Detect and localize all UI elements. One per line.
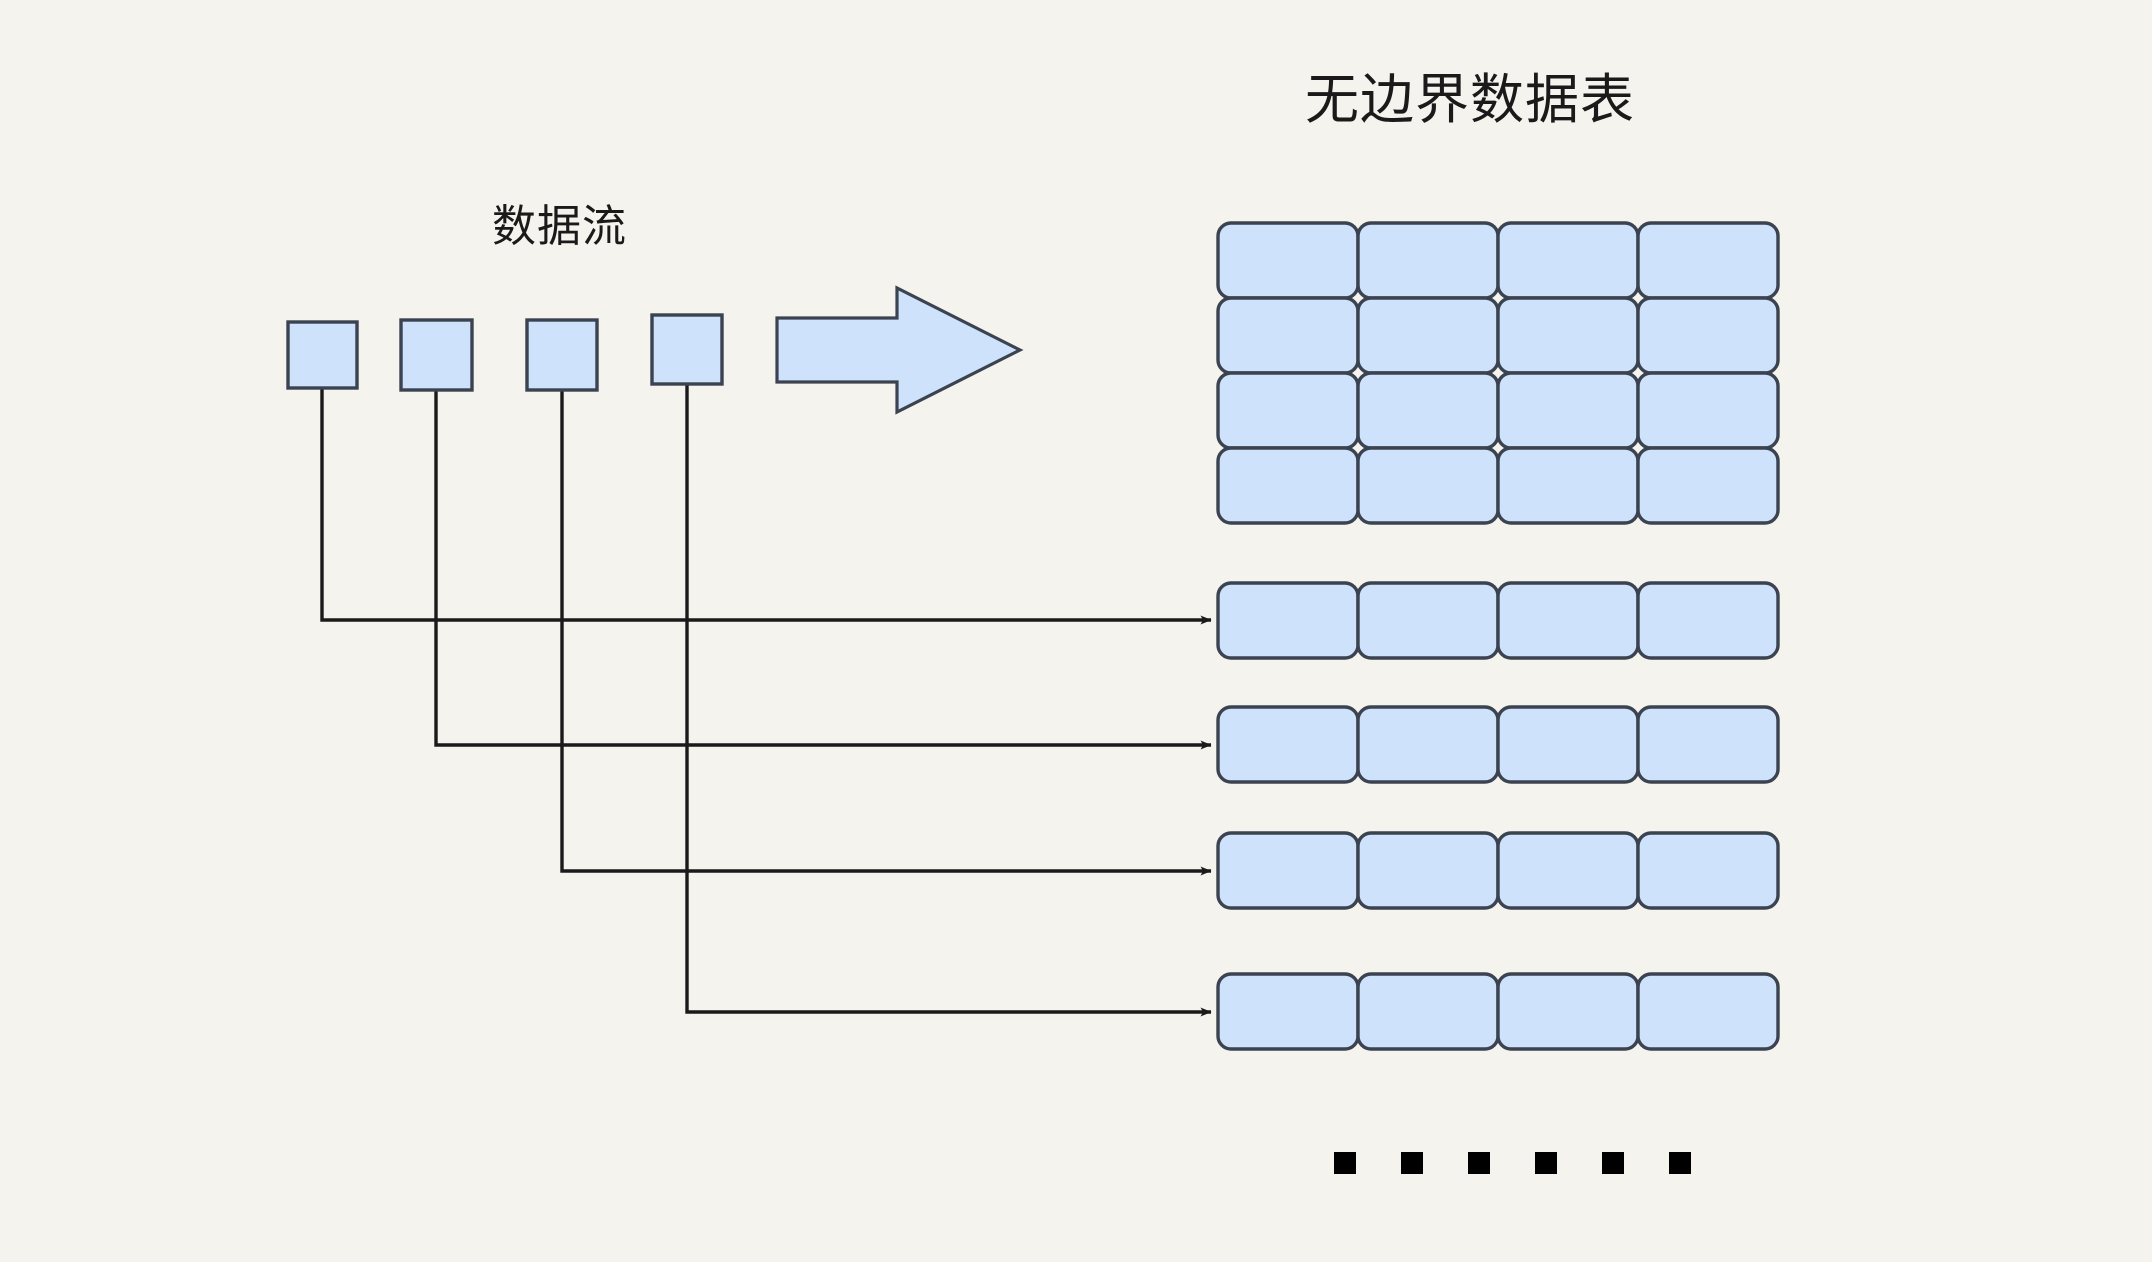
table-cell[interactable] (1216, 972, 1360, 1051)
table-cell[interactable] (1356, 581, 1500, 660)
table-cell[interactable] (1216, 705, 1360, 784)
table-cell[interactable] (1216, 831, 1360, 910)
continuation-dot (1334, 1152, 1356, 1174)
continuation-dot (1602, 1152, 1624, 1174)
connector-2 (434, 390, 1212, 750)
stream-event-square[interactable] (399, 318, 474, 392)
big-flow-arrow (775, 285, 1024, 415)
table-cell[interactable] (1496, 296, 1640, 375)
connector-3 (560, 390, 1212, 876)
stream-row-2 (1216, 705, 1780, 784)
table-cell[interactable] (1496, 705, 1640, 784)
table-cell[interactable] (1356, 296, 1500, 375)
table-cell[interactable] (1636, 221, 1780, 300)
stream-event-square[interactable] (650, 313, 724, 386)
stream-row-3 (1216, 831, 1780, 910)
table-cell[interactable] (1356, 221, 1500, 300)
continuation-dot (1535, 1152, 1557, 1174)
table-cell[interactable] (1496, 221, 1640, 300)
table-cell[interactable] (1216, 581, 1360, 660)
table-cell[interactable] (1356, 371, 1500, 450)
table-cell[interactable] (1636, 446, 1780, 525)
continuation-dot (1468, 1152, 1490, 1174)
continuation-dot (1401, 1152, 1423, 1174)
stream-event-square[interactable] (525, 318, 599, 392)
table-cell[interactable] (1636, 831, 1780, 910)
table-cell[interactable] (1496, 581, 1640, 660)
table-cell[interactable] (1216, 446, 1360, 525)
table-cell[interactable] (1496, 831, 1640, 910)
table-cell[interactable] (1356, 446, 1500, 525)
continuation-dot (1669, 1152, 1691, 1174)
table-cell[interactable] (1636, 581, 1780, 660)
table-cell[interactable] (1496, 446, 1640, 525)
continuation-dots (1334, 1152, 1691, 1174)
page-title: 无边界数据表 (1305, 70, 1635, 130)
stream-row-4 (1216, 972, 1780, 1051)
stream-row-1 (1216, 581, 1780, 660)
table-cell[interactable] (1356, 831, 1500, 910)
table-cell[interactable] (1356, 972, 1500, 1051)
connector-1 (320, 388, 1212, 625)
table-cell[interactable] (1216, 371, 1360, 450)
table-cell[interactable] (1636, 972, 1780, 1051)
table-cell[interactable] (1496, 972, 1640, 1051)
table-cell[interactable] (1636, 705, 1780, 784)
connector-4 (685, 384, 1212, 1017)
table-cell[interactable] (1636, 371, 1780, 450)
stream-label: 数据流 (492, 202, 627, 251)
table-cell[interactable] (1216, 221, 1360, 300)
stream-to-row-connector (320, 384, 1212, 1017)
stream-event-square[interactable] (286, 320, 359, 390)
table-block (1216, 221, 1780, 525)
table-cell[interactable] (1496, 371, 1640, 450)
table-cell[interactable] (1216, 296, 1360, 375)
table-cell[interactable] (1356, 705, 1500, 784)
table-cell[interactable] (1636, 296, 1780, 375)
stream-event-squares (286, 313, 724, 392)
